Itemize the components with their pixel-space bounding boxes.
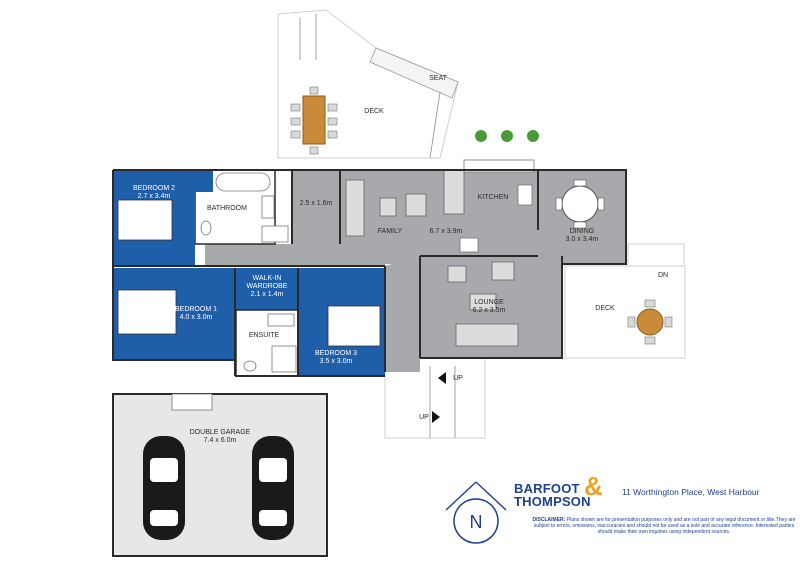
bedroom3-name: BEDROOM 3: [315, 350, 357, 357]
round-outdoor-table: [627, 299, 673, 345]
north-arrow-icon: [445, 481, 477, 511]
lounge-size: 6.2 x 3.5m: [473, 307, 506, 314]
bedroom-3: BEDROOM 3 3.5 x 3.0m: [298, 268, 385, 376]
toilet: [200, 220, 212, 236]
wardrobe-size: 2.1 x 1.4m: [251, 291, 284, 298]
ensuite-label: ENSUITE: [249, 332, 280, 339]
lounge-name: LOUNGE: [474, 299, 504, 306]
right-deck: DECK DN: [564, 243, 686, 359]
sofa: [345, 179, 365, 237]
dn-label: DN: [658, 272, 668, 279]
double-garage: DOUBLE GARAGE 7.4 x 6.0m: [112, 393, 328, 557]
disclaimer: DISCLAIMER: Plans shown are for presenta…: [528, 517, 800, 536]
family-size: 6.7 x 3.9m: [430, 228, 463, 235]
armchair: [447, 265, 467, 283]
brand-line1: BARFOOT: [514, 481, 580, 496]
up-label-2: UP: [419, 414, 429, 421]
bedroom2-size: 2.7 x 3.4m: [138, 193, 171, 200]
brand-logo: BARFOOT THOMPSON &: [514, 473, 603, 509]
bedroom2-name: BEDROOM 2: [133, 185, 175, 192]
bathroom-label: BATHROOM: [207, 205, 247, 212]
up-arrow-icon: [438, 372, 446, 384]
disclaimer-title: DISCLAIMER:: [532, 517, 566, 523]
compass-letter: N: [470, 512, 483, 532]
bed: [117, 199, 173, 241]
store-size: 2.5 x 1.6m: [300, 200, 333, 207]
ensuite: ENSUITE: [235, 309, 299, 377]
wardrobe-name-1: WALK-IN: [253, 275, 282, 282]
deck-right-label: DECK: [595, 305, 615, 312]
up-label-1: UP: [453, 375, 463, 382]
bedroom1-name: BEDROOM 1: [175, 306, 217, 313]
bed: [327, 305, 381, 347]
shrubs: [475, 130, 539, 142]
garage-size: 7.4 x 6.0m: [204, 437, 237, 444]
dining-table: [561, 185, 599, 223]
dining-size: 3.0 x 3.4m: [566, 236, 599, 243]
bedroom-2: BEDROOM 2 2.7 x 3.4m: [113, 170, 213, 266]
bedroom-1: BEDROOM 1 4.0 x 3.0m: [113, 268, 235, 360]
armchair: [405, 193, 427, 217]
wardrobe-name-2: WARDROBE: [247, 283, 288, 290]
brand-amp: &: [584, 471, 603, 501]
toilet: [243, 360, 257, 372]
disclaimer-text: Plans shown are for presentation purpose…: [533, 517, 796, 536]
sofa: [455, 323, 519, 347]
garage-name: DOUBLE GARAGE: [190, 429, 251, 436]
kitchen-name: KITCHEN: [478, 194, 509, 201]
dining-name: DINING: [570, 228, 595, 235]
coffee-table: [469, 293, 497, 311]
shower: [271, 345, 297, 373]
family-name: FAMILY: [378, 228, 403, 235]
seat-bench: [369, 47, 459, 99]
cooktop: [517, 184, 533, 206]
walls: [112, 169, 627, 377]
bed: [117, 289, 177, 335]
furniture: [345, 159, 605, 347]
property-address: 11 Worthington Place, West Harbour: [622, 487, 760, 497]
top-deck: DECK SEAT: [277, 9, 539, 159]
walk-in-wardrobe: WALK-IN WARDROBE 2.1 x 1.4m: [236, 268, 298, 310]
up-arrow-icon: [432, 411, 440, 423]
outdoor-dining-table: [290, 86, 338, 155]
bedroom1-size: 4.0 x 3.0m: [180, 314, 213, 321]
bedroom3-size: 3.5 x 3.0m: [320, 358, 353, 365]
deck-top-label: DECK: [364, 108, 384, 115]
seat-label: SEAT: [429, 75, 447, 82]
compass: N: [445, 481, 507, 544]
car-icon: [252, 436, 294, 540]
kitchen-island: [443, 169, 465, 215]
brand-line2: THOMPSON: [514, 494, 591, 509]
car-icon: [143, 436, 185, 540]
bathtub: [215, 172, 271, 192]
armchair: [491, 261, 515, 281]
